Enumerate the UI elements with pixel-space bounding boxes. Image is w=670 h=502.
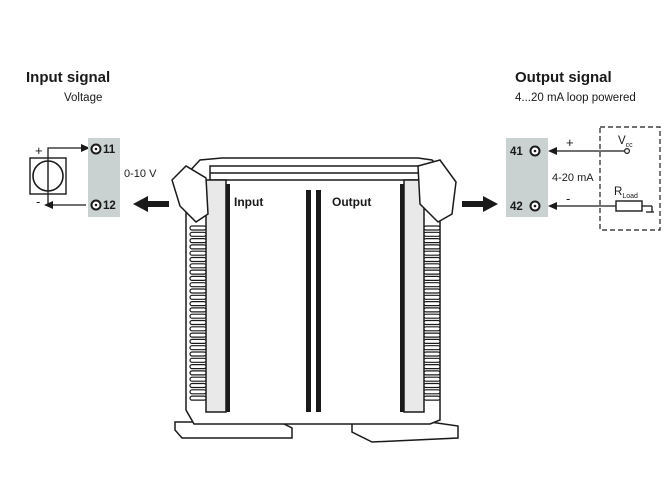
- vent-fin: [189, 307, 207, 313]
- vent-fin: [189, 357, 207, 363]
- terminal-11-screw-icon: [90, 143, 102, 155]
- input-wire-arrowhead-top: [81, 144, 90, 152]
- vent-fin: [423, 301, 441, 307]
- vent-fin: [189, 319, 207, 326]
- output-wire-arrowhead-top: [548, 147, 557, 155]
- vent-fin: [189, 338, 207, 344]
- rload-label: RLoad: [614, 186, 638, 200]
- terminal-12-label: 12: [103, 200, 116, 212]
- vent-fin: [423, 294, 441, 300]
- vent-fin: [189, 263, 207, 269]
- voltage-source-icon: [29, 157, 67, 195]
- vent-fin: [189, 370, 207, 376]
- input-range-label: 0-10 V: [124, 168, 157, 180]
- vcc-terminal-icon: [623, 148, 630, 155]
- vent-fin: [189, 282, 207, 288]
- vent-fin: [423, 307, 441, 313]
- input-plus-sign: +: [35, 143, 43, 158]
- vent-fin: [423, 351, 441, 357]
- output-terminal-block: [506, 138, 548, 217]
- device-output-label: Output: [332, 195, 371, 209]
- vent-fin: [189, 395, 207, 401]
- device-input-label: Input: [234, 195, 263, 209]
- output-current-label: 4-20 mA: [552, 172, 594, 184]
- terminal-11-label: 11: [103, 144, 116, 156]
- terminal-41-screw-icon: [529, 145, 541, 157]
- vent-fin: [423, 395, 441, 401]
- vent-fin: [423, 357, 441, 363]
- vent-fin: [423, 250, 441, 256]
- output-signal-subheading: 4...20 mA loop powered: [515, 92, 636, 104]
- external-loop-box: [599, 126, 661, 231]
- vent-fin: [423, 244, 441, 250]
- vent-fin: [189, 364, 207, 370]
- terminal-42-screw-icon: [529, 200, 541, 212]
- vent-fin: [189, 326, 207, 332]
- vent-fin: [423, 382, 441, 389]
- vent-fin: [423, 332, 441, 338]
- input-minus-sign: -: [36, 194, 40, 209]
- vent-fin: [189, 269, 207, 275]
- vent-fin: [189, 313, 207, 319]
- housing-left-panel: [226, 184, 230, 412]
- vent-fin: [189, 351, 207, 357]
- vent-fin: [189, 332, 207, 338]
- vent-fin: [189, 376, 207, 382]
- vent-fin: [423, 256, 441, 263]
- housing-center-divider-left: [306, 190, 311, 412]
- vent-fin: [189, 345, 207, 351]
- vent-fin: [189, 301, 207, 307]
- terminal-41-label: 41: [510, 146, 523, 158]
- vent-fin: [189, 256, 207, 263]
- input-wire-arrowhead-bottom: [44, 201, 53, 209]
- vent-fin: [189, 231, 207, 237]
- vent-fin: [189, 288, 207, 294]
- vent-fin: [423, 238, 441, 244]
- output-signal-heading: Output signal: [515, 69, 612, 86]
- vent-fin: [189, 389, 207, 395]
- output-wire-arrowhead-bottom: [548, 202, 557, 210]
- vent-fin: [423, 288, 441, 294]
- input-signal-subheading: Voltage: [64, 92, 103, 104]
- vent-fin: [423, 326, 441, 332]
- vent-fin: [189, 250, 207, 256]
- vent-fin: [189, 244, 207, 250]
- left-vent-fins: [189, 225, 207, 401]
- vent-fin: [423, 364, 441, 370]
- vent-fin: [189, 382, 207, 389]
- vent-fin: [189, 238, 207, 244]
- vent-fin: [423, 231, 441, 237]
- housing-center-divider-right: [316, 190, 321, 412]
- vent-fin: [423, 370, 441, 376]
- vent-fin: [423, 313, 441, 319]
- vent-fin: [423, 282, 441, 288]
- output-plus-sign: +: [566, 135, 574, 150]
- vent-fin: [189, 275, 207, 281]
- vent-fin: [423, 225, 441, 231]
- output-direction-arrow-icon: [462, 196, 498, 212]
- input-direction-arrow-icon: [133, 196, 169, 212]
- vent-fin: [423, 345, 441, 351]
- output-wires: [552, 150, 654, 213]
- input-signal-heading: Input signal: [26, 69, 111, 86]
- load-resistor-icon: [615, 200, 643, 212]
- vent-fin: [423, 319, 441, 326]
- vent-fin: [423, 338, 441, 344]
- vent-fin: [189, 294, 207, 300]
- terminal-42-label: 42: [510, 201, 523, 213]
- vent-fin: [189, 225, 207, 231]
- housing-right-panel: [400, 184, 404, 412]
- right-vent-fins: [423, 225, 441, 401]
- vent-fin: [423, 389, 441, 395]
- vent-fin: [423, 263, 441, 269]
- terminal-12-screw-icon: [90, 199, 102, 211]
- vent-fin: [423, 275, 441, 281]
- vcc-label: Vcc: [618, 135, 633, 149]
- vent-fin: [423, 376, 441, 382]
- output-minus-sign: -: [566, 191, 570, 206]
- din-rail-module-housing: [171, 157, 459, 443]
- vent-fin: [423, 269, 441, 275]
